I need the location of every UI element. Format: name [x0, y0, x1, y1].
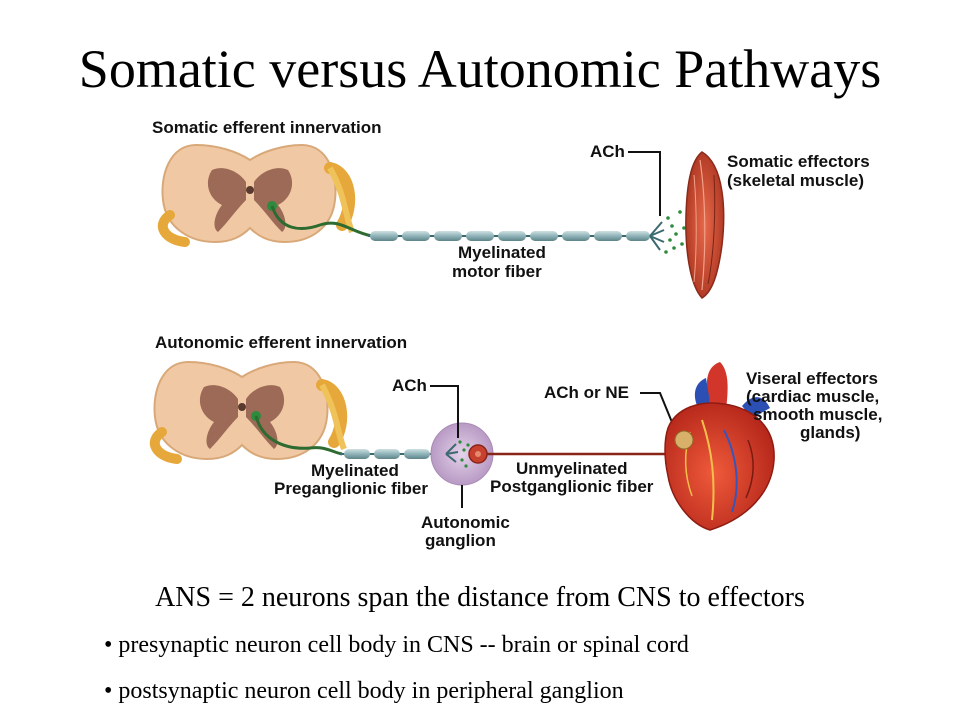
autonomic-pathway: Autonomic efferent innervation: [149, 333, 882, 550]
preganglionic-axon: [254, 415, 343, 456]
bullet-postsynaptic: • postsynaptic neuron cell body in perip…: [104, 678, 624, 704]
somatic-ach-label: ACh: [590, 142, 625, 161]
somatic-effector-line1: Somatic effectors: [727, 152, 870, 171]
autonomic-ganglion: [430, 422, 494, 486]
visceral-effector-line2: (cardiac muscle,: [746, 387, 879, 406]
visceral-effector-line3: smooth muscle,: [753, 405, 882, 424]
ganglion-ach-label: ACh: [392, 376, 427, 395]
bullet-presynaptic: • presynaptic neuron cell body in CNS --…: [104, 632, 689, 658]
neuromuscular-junction: [649, 210, 686, 254]
motor-axon: [270, 205, 373, 238]
page-title: Somatic versus Autonomic Pathways: [78, 39, 882, 99]
somatic-heading: Somatic efferent innervation: [152, 118, 382, 137]
effector-transmitter-label: ACh or NE: [544, 383, 629, 402]
postganglionic-line2: Postganglionic fiber: [490, 477, 654, 496]
autonomic-heading: Autonomic efferent innervation: [155, 333, 407, 352]
effector-transmitter-leader: [640, 392, 677, 433]
spinal-cord-somatic: [157, 143, 356, 247]
somatic-pathway: Somatic efferent innervation: [152, 118, 870, 299]
spinal-cord-autonomic: [149, 360, 348, 464]
visceral-effector-line4: glands): [800, 423, 860, 442]
somatic-fiber-line1: Myelinated: [458, 243, 546, 262]
preganglionic-line2: Preganglionic fiber: [274, 479, 428, 498]
visceral-effector-line1: Viseral effectors: [746, 369, 878, 388]
myelinated-motor-fiber: [368, 231, 650, 241]
somatic-fiber-line2: motor fiber: [452, 262, 542, 281]
preganglionic-fiber: [340, 449, 448, 459]
ach-leader-line: [628, 151, 661, 216]
ganglion-line1: Autonomic: [421, 513, 510, 532]
summary-text: ANS = 2 neurons span the distance from C…: [155, 582, 805, 613]
postganglionic-line1: Unmyelinated: [516, 459, 627, 478]
heart-illustration: [664, 362, 775, 531]
ganglion-ach-leader: [430, 385, 459, 438]
somatic-effector-line2: (skeletal muscle): [727, 171, 864, 190]
ganglion-line2: ganglion: [425, 531, 496, 550]
preganglionic-line1: Myelinated: [311, 461, 399, 480]
